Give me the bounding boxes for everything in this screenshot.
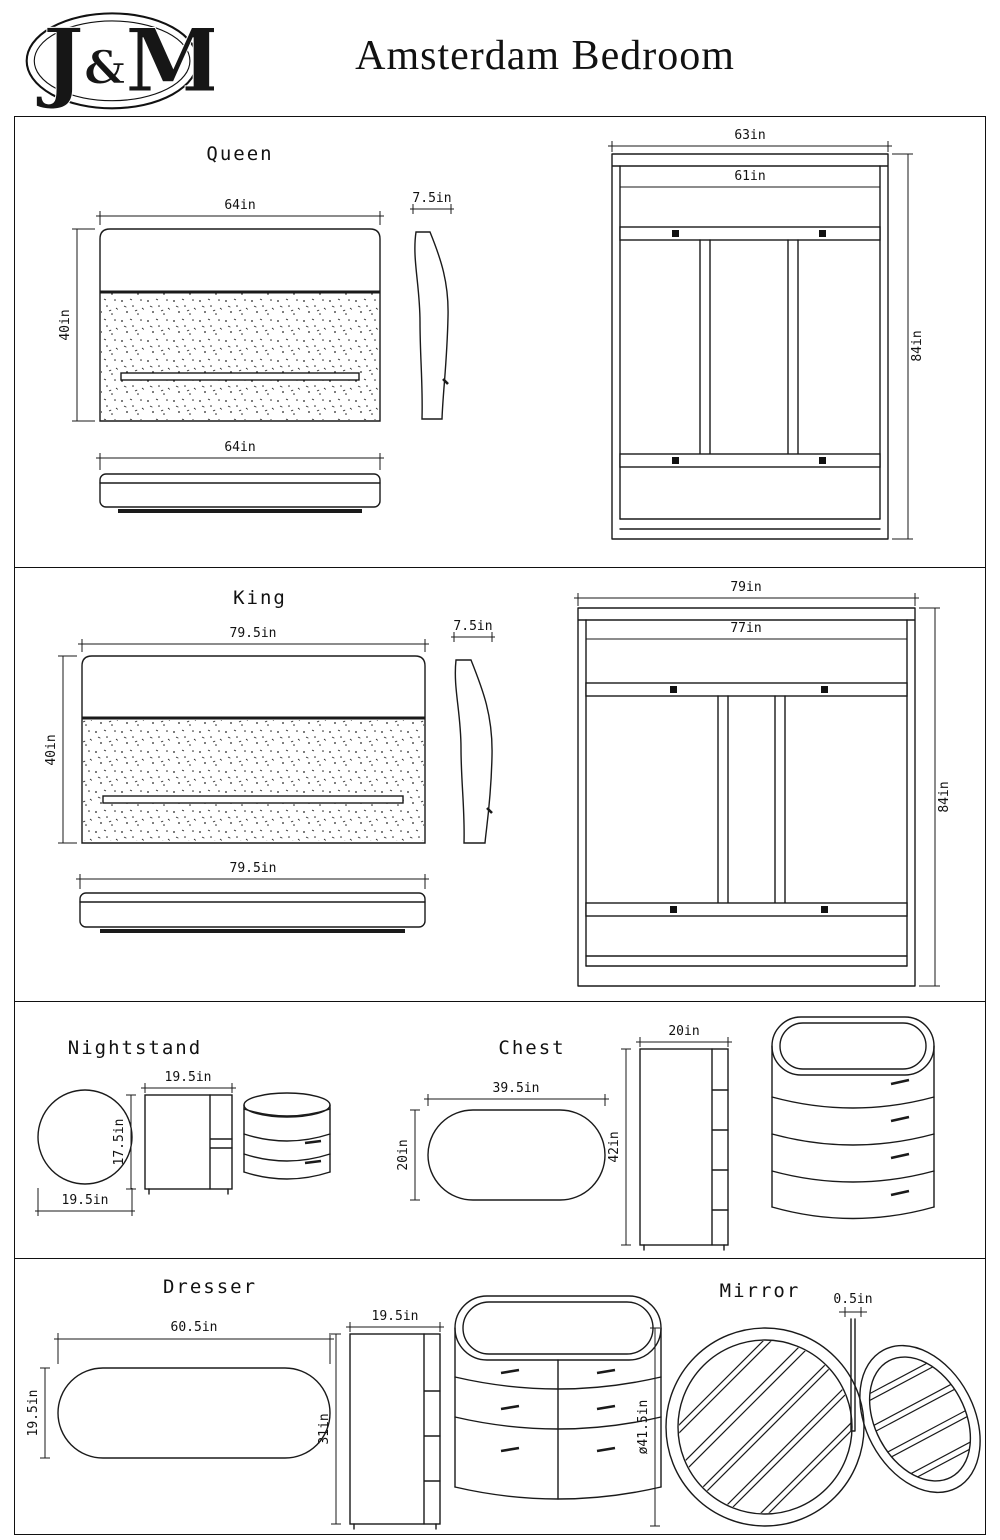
dim-king-headboard-height: 40in: [44, 734, 59, 765]
dim-king-frame-length: 84in: [937, 781, 952, 812]
header: J&M Amsterdam Bedroom: [0, 0, 1000, 116]
nightstand-chest-drawing: Nightstand 19.5in 19.5in 17.5in: [35, 1016, 935, 1251]
logo-oval-inner: [33, 20, 191, 102]
queen-drawing: Queen 64in 40in: [58, 128, 925, 540]
dim-chest-top-depth: 20in: [396, 1139, 411, 1170]
dim-king-frame-outer: 79in: [730, 580, 761, 595]
king-headboard-front-view: 79.5in 40in: [44, 626, 429, 844]
queen-rail-view: 64in: [96, 440, 384, 513]
dim-king-frame-inner: 77in: [730, 621, 761, 636]
dim-king-rail-width: 79.5in: [230, 861, 277, 876]
king-headboard-side-view: 7.5in: [451, 619, 495, 844]
king-rail-view: 79.5in: [76, 861, 429, 933]
nightstand-front-view: 19.5in 17.5in: [112, 1070, 236, 1195]
dresser-top-view: 60.5in 19.5in: [26, 1320, 334, 1459]
mirror-edge-view: 0.5in: [833, 1292, 873, 1432]
nightstand-top-view: 19.5in: [35, 1089, 135, 1216]
king-frame-top-view: 79in 77in 84in: [574, 580, 952, 987]
dim-mirror-diameter: ø41.5in: [636, 1400, 651, 1455]
dim-queen-side-depth: 7.5in: [412, 191, 451, 206]
dim-queen-frame-outer: 63in: [734, 128, 765, 143]
logo-letter-j: J: [36, 9, 84, 112]
dim-mirror-thickness: 0.5in: [833, 1292, 872, 1307]
logo-oval-outer: [25, 12, 199, 110]
chest-front-view: 20in 42in: [607, 1024, 732, 1251]
dim-dresser-top-width: 60.5in: [171, 1320, 218, 1335]
king-section-label: King: [233, 587, 287, 609]
king-panel: King 79.5in 40in 7.5in: [14, 568, 986, 1002]
dim-dresser-side-width: 19.5in: [372, 1309, 419, 1324]
mirror-section-label: Mirror: [720, 1280, 801, 1302]
page-title: Amsterdam Bedroom: [355, 33, 735, 79]
dim-nightstand-front-height: 17.5in: [112, 1119, 127, 1166]
nightstand-section-label: Nightstand: [68, 1037, 202, 1059]
chest-top-view: 39.5in 20in: [396, 1081, 609, 1201]
queen-headboard-side-view: 7.5in: [410, 191, 454, 420]
queen-panel: Queen 64in 40in: [14, 116, 986, 568]
chest-perspective: [771, 1016, 935, 1220]
king-drawing: King 79.5in 40in 7.5in: [44, 580, 952, 987]
dresser-mirror-panel: Dresser 60.5in 19.5in 19.5in: [14, 1259, 986, 1535]
dim-queen-rail-width: 64in: [224, 440, 255, 455]
dim-queen-frame-inner: 61in: [734, 169, 765, 184]
nightstand-perspective: [243, 1092, 331, 1180]
dim-chest-top-width: 39.5in: [493, 1081, 540, 1096]
dim-king-headboard-width: 79.5in: [230, 626, 277, 641]
dim-queen-frame-length: 84in: [910, 330, 925, 361]
logo-ampersand: &: [84, 41, 125, 95]
dresser-perspective: [454, 1295, 662, 1500]
queen-frame-top-view: 63in 61in 84in: [608, 128, 925, 540]
dim-nightstand-top-diameter: 19.5in: [62, 1193, 109, 1208]
jm-logo: J&M: [25, 9, 214, 113]
queen-headboard-front-view: 64in 40in: [58, 198, 384, 422]
dresser-section-label: Dresser: [163, 1276, 257, 1298]
queen-section-label: Queen: [206, 143, 273, 165]
dim-queen-headboard-height: 40in: [58, 309, 73, 340]
dim-dresser-side-height: 31in: [317, 1413, 332, 1444]
dresser-side-view: 19.5in 31in: [317, 1309, 444, 1530]
mirror-front-view: ø41.5in: [636, 1327, 865, 1527]
mirror-perspective: [852, 1344, 982, 1494]
dim-king-side-depth: 7.5in: [453, 619, 492, 634]
dim-chest-front-width: 20in: [668, 1024, 699, 1039]
logo-letter-m: M: [125, 9, 214, 112]
dim-chest-front-height: 42in: [607, 1131, 622, 1162]
dim-dresser-top-depth: 19.5in: [26, 1390, 41, 1437]
dim-nightstand-front-width: 19.5in: [165, 1070, 212, 1085]
logo-text: J&M: [36, 9, 214, 112]
chest-section-label: Chest: [498, 1037, 565, 1059]
dresser-mirror-drawing: Dresser 60.5in 19.5in 19.5in: [26, 1276, 982, 1530]
dim-queen-headboard-width: 64in: [224, 198, 255, 213]
nightstand-chest-panel: Nightstand 19.5in 19.5in 17.5in: [14, 1002, 986, 1259]
